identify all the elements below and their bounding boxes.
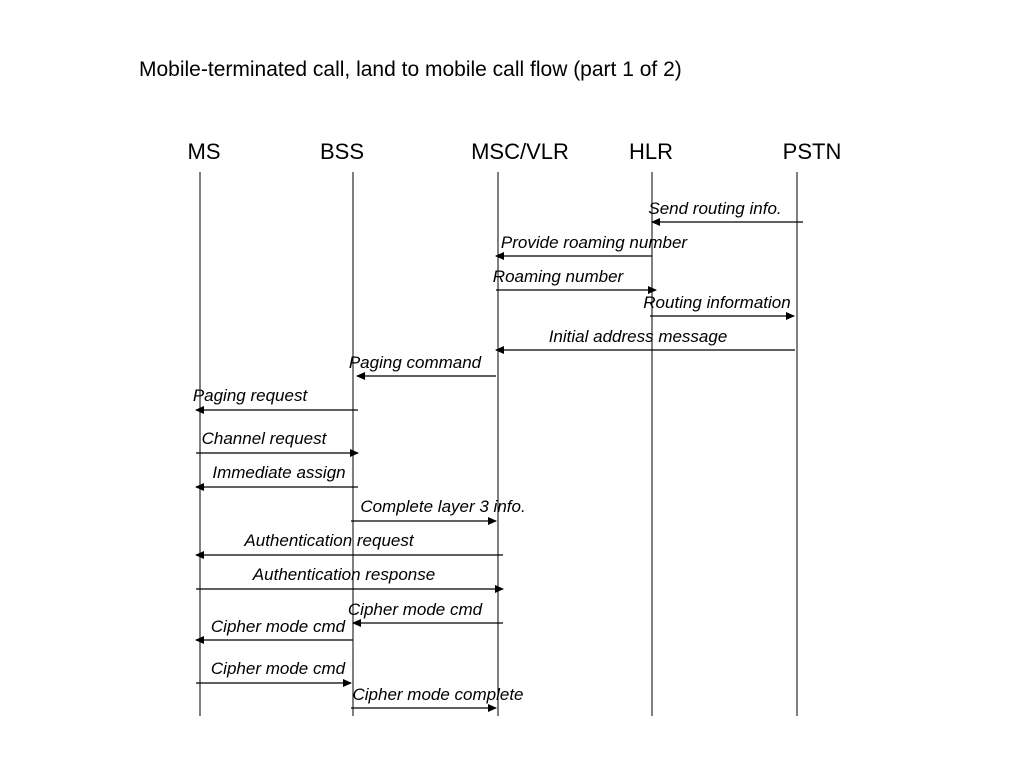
message-label: Roaming number — [493, 267, 625, 286]
entity-label-hlr: HLR — [629, 139, 673, 164]
message-label: Cipher mode cmd — [348, 600, 483, 619]
message-label: Routing information — [643, 293, 790, 312]
message-label: Channel request — [202, 429, 328, 448]
message-label: Authentication response — [252, 565, 435, 584]
message-label: Initial address message — [549, 327, 728, 346]
message-label: Immediate assign — [212, 463, 345, 482]
message-label: Cipher mode complete — [352, 685, 523, 704]
entity-label-ms: MS — [188, 139, 221, 164]
message-8: Channel request — [196, 429, 359, 457]
message-7: Paging request — [193, 386, 358, 414]
entity-label-pstn: PSTN — [783, 139, 842, 164]
message-1: Send routing info. — [648, 199, 803, 226]
message-label: Paging request — [193, 386, 309, 405]
message-label: Paging command — [349, 353, 482, 372]
diagram-title: Mobile-terminated call, land to mobile c… — [139, 58, 682, 81]
message-2: Provide roaming number — [495, 233, 688, 260]
entity-label-bss: BSS — [320, 139, 364, 164]
message-label: Cipher mode cmd — [211, 617, 346, 636]
message-11: Authentication request — [195, 531, 503, 559]
message-label: Cipher mode cmd — [211, 659, 346, 678]
message-label: Send routing info. — [648, 199, 781, 218]
message-15: Cipher mode cmd — [196, 659, 352, 687]
message-6: Paging command — [349, 353, 496, 380]
message-label: Provide roaming number — [501, 233, 688, 252]
message-4: Routing information — [643, 293, 795, 320]
message-12: Authentication response — [196, 565, 504, 593]
entity-label-msc: MSC/VLR — [471, 139, 569, 164]
message-10: Complete layer 3 info. — [351, 497, 526, 525]
message-3: Roaming number — [493, 267, 657, 294]
message-5: Initial address message — [495, 327, 795, 354]
message-9: Immediate assign — [195, 463, 358, 491]
message-13: Cipher mode cmd — [348, 600, 503, 627]
message-label: Complete layer 3 info. — [360, 497, 525, 516]
message-14: Cipher mode cmd — [195, 617, 353, 644]
message-16: Cipher mode complete — [351, 685, 524, 712]
message-label: Authentication request — [243, 531, 414, 550]
